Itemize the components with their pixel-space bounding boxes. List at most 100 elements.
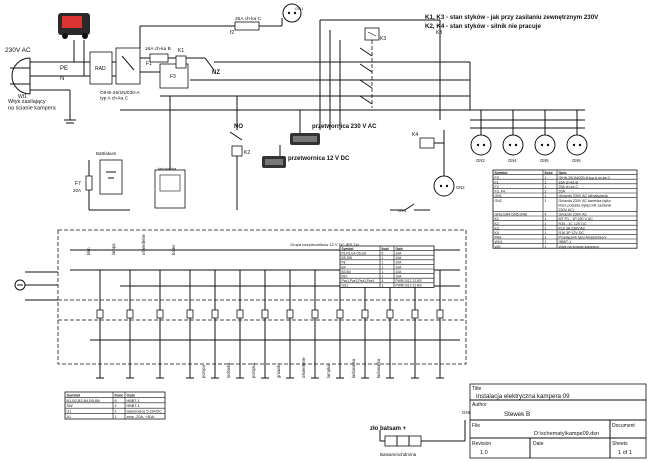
table-cell: PWR/1012-12-BS [396, 279, 423, 283]
table-cell: 6 [115, 399, 117, 403]
table-cell: 1 [382, 256, 384, 260]
document-label: Document [612, 423, 635, 429]
table-cell: A1 [67, 415, 72, 419]
title-value: Instalacja elektryczna kampera 09 [476, 393, 570, 400]
rcd-main [115, 47, 141, 85]
f3-label: F3 [170, 74, 176, 80]
table-header-cell: Symbol [342, 247, 354, 251]
f7-rating: 20A [73, 188, 81, 193]
fuse-symbol [386, 309, 394, 319]
table-frame [339, 245, 435, 288]
file-label: File [472, 423, 480, 429]
side-label: oświetlenie [301, 357, 306, 378]
charger-display [159, 174, 181, 192]
table-cell: F5,F6,G4,G5,G6 [342, 252, 367, 256]
table-cell: Przełącznik typu Ampere/Serv [559, 236, 607, 240]
f2-rating: 25A ch-ka C [235, 16, 262, 22]
f2-breaker [234, 21, 260, 31]
table-cell: B10 [342, 275, 348, 279]
table-cell: K4 [495, 231, 499, 235]
k2-coil [231, 145, 243, 157]
table-cell: 1 [115, 415, 117, 419]
inverter-dc-label: przetwornica 12 V DC [288, 156, 350, 162]
revision-label: Revision [472, 441, 491, 447]
table-cell: BS,SW [342, 256, 354, 260]
ac-in-label: 230V AC [5, 47, 31, 54]
table-cell: 1 [545, 180, 547, 184]
table-cell: F0 [495, 176, 499, 180]
table-cell: 10A [396, 256, 403, 260]
nz-label: NZ [212, 70, 220, 76]
table-cell: 1 [545, 199, 547, 203]
table-cell: Wtyk na ścianie kampera [559, 245, 599, 249]
table-cell: 1 [545, 236, 547, 240]
table-cell: 1 [115, 410, 117, 414]
table-cell: 1 [382, 275, 384, 279]
table-cell: 1 [545, 226, 547, 230]
fuse-symbol [436, 309, 444, 319]
table-header-cell: Symbol [495, 171, 508, 175]
table-cell: OIH6-25/1N/030-A typ A ch-ka C [559, 176, 611, 180]
table-cell: F1 [495, 180, 499, 184]
header-note-line1: K1, K3 - stan styków - jak przy zasilani… [425, 14, 599, 21]
table-cell: K2 [495, 222, 499, 226]
table-cell: 1 [545, 194, 547, 198]
side-label: lampa [111, 243, 116, 255]
table-cell: GN3,GN4,GN5,GN6 [495, 213, 528, 217]
table-cell: 2 [545, 190, 547, 194]
sheets-value: 1 of 1 [618, 450, 632, 456]
header-note-line2: K2, K4 - stan styków - silnik nie pracuj… [425, 23, 541, 30]
table-cell: 1 [545, 245, 547, 249]
table-cell: WH1 [495, 240, 503, 244]
table-header-cell: Opis [396, 247, 403, 251]
table-cell: 1 [545, 231, 547, 235]
side-label: bojler [171, 244, 176, 255]
date-label: Date [533, 441, 544, 447]
f2-label: f2 [230, 30, 234, 36]
inverter-ac-icon [290, 133, 320, 145]
table-cell: R16 3P 12V DC [559, 231, 585, 235]
table-cell: HBBT-1 [127, 404, 140, 408]
table-cell: PWR/1012-12-BS [396, 284, 423, 288]
no-label: NO [234, 124, 243, 130]
table-cell: 1 [382, 265, 384, 269]
side-label: klim [86, 247, 91, 255]
fuse-symbol [361, 309, 369, 319]
table-cell: Gniazdo 230V AC [559, 213, 588, 217]
table-cell: MT P1 - 1P 230 V AC [559, 217, 594, 221]
fuse-symbol [311, 309, 319, 319]
table-cell: GS1 [342, 284, 349, 288]
table-cell: 4 [382, 279, 384, 283]
table-cell: B3-B4 [342, 270, 351, 274]
table-cell: Wt1 [495, 245, 501, 249]
gn2-label: GN2 [456, 185, 465, 190]
table-cell: HBBT-1 [127, 399, 140, 403]
w1-label: Wt1 [18, 94, 27, 100]
k3-label: K3 [380, 36, 386, 42]
charger-label: ładowarka [158, 166, 177, 171]
table-cell: 1 [382, 284, 384, 288]
table-cell: B1,B2,B3,B4,B5,B6 [67, 399, 100, 403]
gn6-label: GN6 [572, 158, 581, 163]
f1-label: F1 [146, 61, 152, 67]
table-cell: F8 [342, 261, 346, 265]
table-header-cell: Ilość [545, 171, 553, 175]
title-block [469, 383, 647, 459]
k3-contacts [359, 47, 373, 105]
inverter-ac-label: przetwornica 230 V AC [312, 124, 377, 130]
k2-label: K2 [244, 150, 250, 156]
ground-symbol-1 [64, 119, 76, 124]
pas-label: RAD [95, 66, 106, 72]
k4-label: K4 [412, 132, 418, 138]
table-cell: Pwr1,Pwr2,Pwr3,Pwr4 [342, 279, 375, 283]
table-cell: GN1 [495, 194, 502, 198]
plug-symbol [10, 57, 31, 95]
table-cell: R35 - 1C 12V DC [559, 222, 587, 226]
table-cell: K10 3A 230V AC [559, 226, 586, 230]
battery-symbol [99, 159, 123, 195]
